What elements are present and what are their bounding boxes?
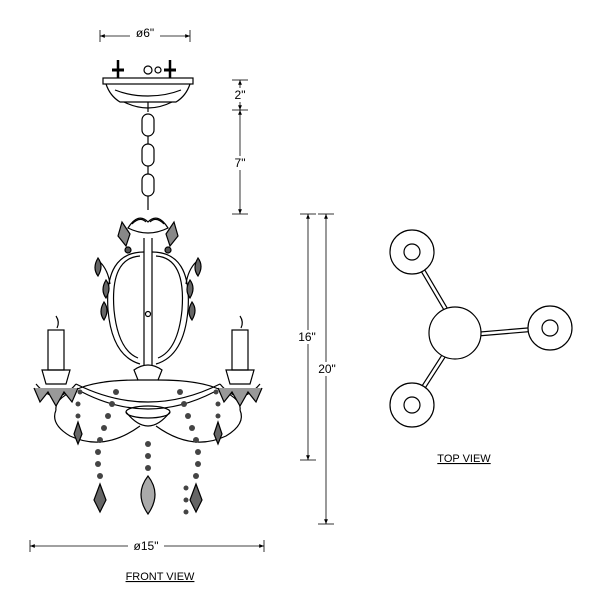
central-stem xyxy=(133,238,163,381)
dim-overall-width: ø15" xyxy=(134,539,159,553)
bead-strands xyxy=(75,389,221,515)
top-crown xyxy=(117,217,179,254)
canopy xyxy=(102,60,194,112)
left-candle xyxy=(33,315,79,408)
right-candle xyxy=(217,315,263,408)
front-view xyxy=(33,60,263,516)
label-mask xyxy=(128,539,164,553)
chain xyxy=(141,113,155,210)
label-mask xyxy=(232,156,248,170)
candle-arms xyxy=(54,379,242,443)
dim-canopy-width: ø6" xyxy=(136,26,154,40)
label-mask xyxy=(232,88,248,102)
dim-body-height: 16" xyxy=(298,330,316,344)
label-mask xyxy=(316,362,338,376)
top-view-label: TOP VIEW xyxy=(437,453,491,465)
lower-body xyxy=(75,383,221,427)
dimension-labels: ø6" 2" 7" 16" 20" ø15" xyxy=(128,26,338,553)
dim-canopy-height: 2" xyxy=(235,88,246,102)
dim-overall-height: 20" xyxy=(318,362,336,376)
label-mask xyxy=(130,26,160,40)
front-view-label: FRONT VIEW xyxy=(126,571,195,583)
top-view xyxy=(389,229,573,428)
crystal-drops xyxy=(73,420,223,516)
top-view-center xyxy=(428,306,482,360)
lyre-arms xyxy=(94,251,202,365)
dim-chain-length: 7" xyxy=(235,156,246,170)
label-mask xyxy=(298,330,318,344)
